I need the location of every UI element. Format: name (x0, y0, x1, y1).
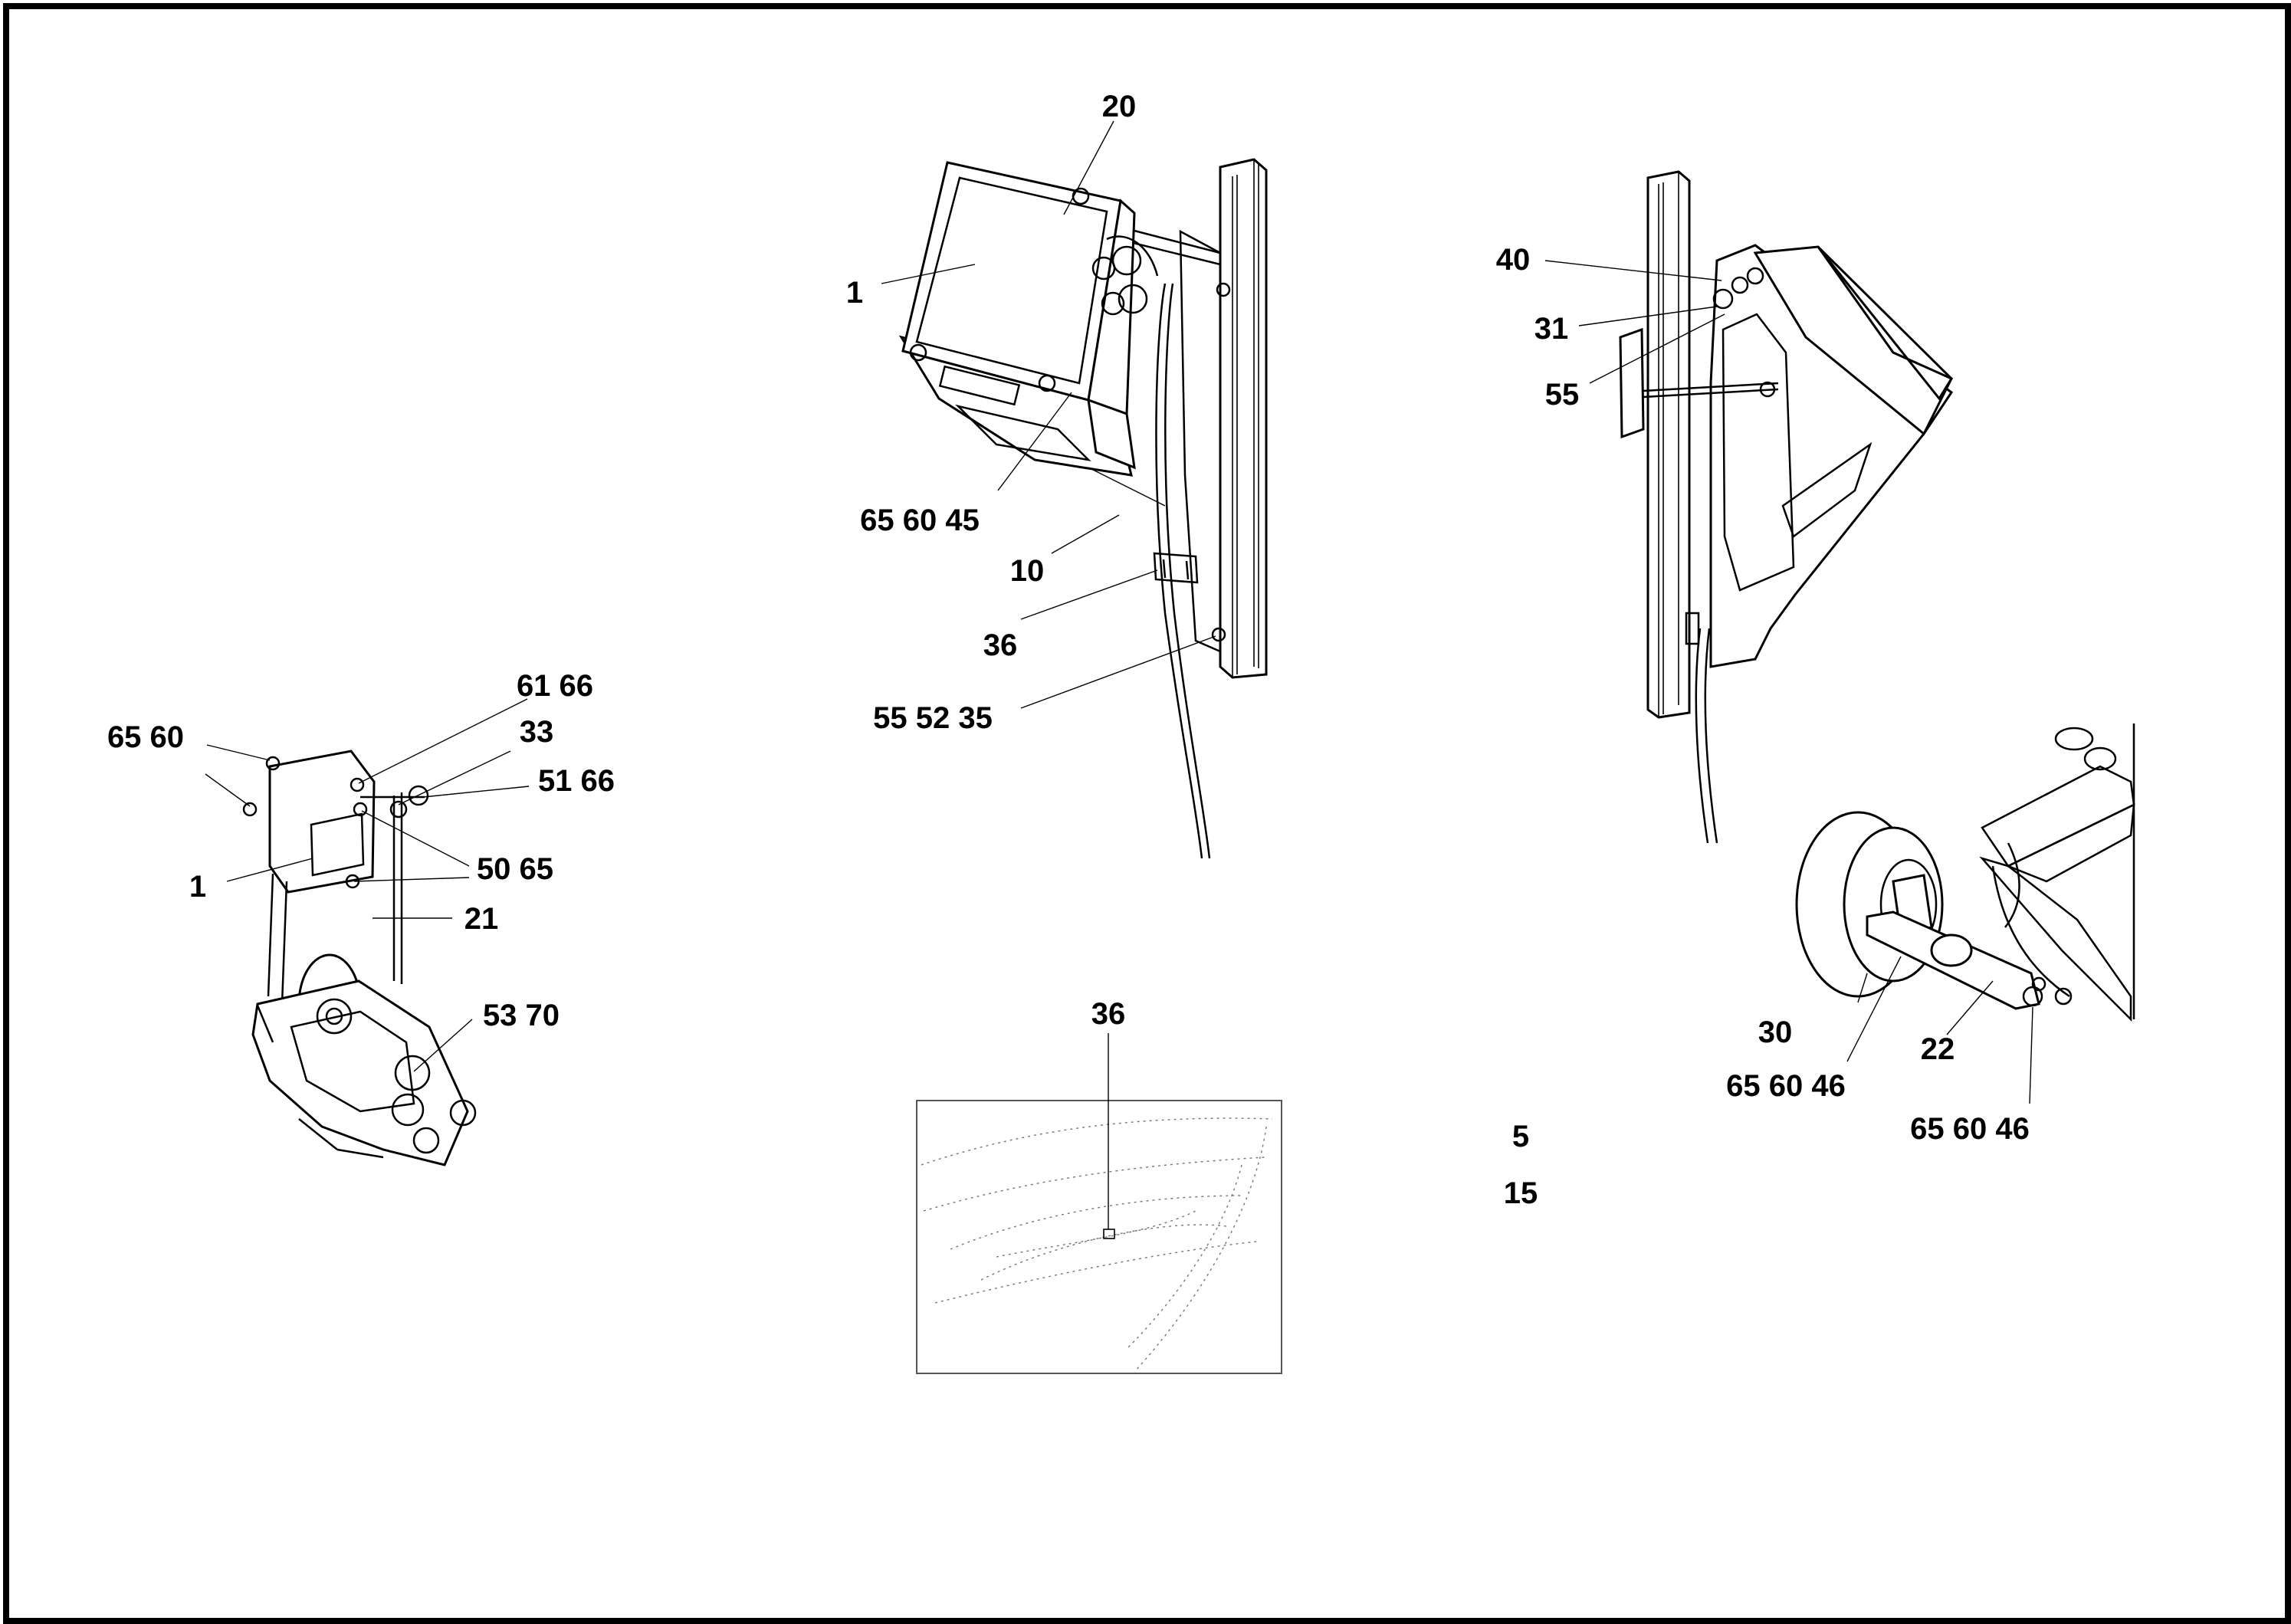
leader-e46a (1846, 956, 1902, 1062)
leader-a20 (1063, 120, 1114, 215)
label-a-55-52-35: 55 52 35 (873, 701, 993, 735)
leader-a35 (1020, 635, 1216, 709)
label-e-5: 5 (1512, 1120, 1529, 1153)
compressor (251, 953, 477, 1166)
label-c-65-60: 65 60 (107, 720, 184, 754)
label-c-53-70: 53 70 (483, 999, 560, 1032)
leader-c50 (361, 810, 470, 867)
label-c-51-66: 51 66 (538, 764, 615, 798)
leader-b40 (1544, 260, 1722, 281)
view-a-box-on-pole: 20 1 65 60 45 10 36 55 52 35 (846, 90, 1268, 859)
label-e-30: 30 (1758, 1015, 1793, 1049)
leader-e30 (1857, 973, 1868, 1003)
leader-a1 (881, 264, 976, 284)
label-c-21: 21 (464, 902, 499, 936)
leader-c60 (206, 744, 271, 761)
label-d-36: 36 (1091, 997, 1126, 1031)
label-e-65-60-46-a: 65 60 46 (1726, 1069, 1846, 1103)
detail-inset-box (916, 1100, 1282, 1374)
label-a-20: 20 (1102, 90, 1137, 123)
label-c-1: 1 (189, 870, 206, 904)
label-e-65-60-46-b: 65 60 46 (1910, 1112, 2030, 1146)
view-c-bracket-on-compressor: 65 60 61 66 33 51 66 1 50 65 21 53 70 (107, 669, 615, 1166)
label-c-61-66: 61 66 (517, 669, 593, 703)
view-b-box-rear: 40 31 55 (1496, 170, 1954, 844)
leader-e46b (2029, 1006, 2033, 1104)
view-d-detail-inset: 36 (916, 997, 1282, 1374)
leader-c61 (358, 698, 528, 784)
label-c-33: 33 (520, 715, 554, 749)
label-a-65-60-45: 65 60 45 (860, 504, 980, 537)
leader-e22 (1946, 980, 1994, 1035)
label-c-50-65: 50 65 (477, 852, 553, 886)
view-e-pulley-assembly: 30 22 65 60 46 65 60 46 5 15 (1504, 723, 2135, 1210)
label-a-36: 36 (983, 628, 1018, 662)
label-b-31: 31 (1534, 312, 1569, 346)
control-box-a (901, 161, 1159, 470)
pole-a (1219, 158, 1268, 679)
leader-c1 (226, 858, 313, 882)
label-e-22: 22 (1921, 1032, 1955, 1066)
cable-b (1704, 628, 1718, 844)
leader-b55 (1589, 313, 1725, 384)
label-b-55: 55 (1545, 378, 1580, 412)
label-a-1: 1 (846, 276, 863, 310)
label-b-40: 40 (1496, 243, 1531, 277)
leader-c51 (422, 786, 530, 798)
leader-a10 (1051, 514, 1120, 554)
pole-b (1646, 170, 1691, 719)
leader-a45 (997, 392, 1072, 491)
leader-c33 (398, 750, 511, 805)
leader-a36 (1020, 569, 1158, 620)
label-a-10: 10 (1010, 554, 1045, 588)
leader-b31 (1578, 306, 1718, 326)
leader-c53 (413, 1019, 473, 1072)
cable-a (1155, 283, 1203, 859)
label-e-15: 15 (1504, 1176, 1538, 1210)
